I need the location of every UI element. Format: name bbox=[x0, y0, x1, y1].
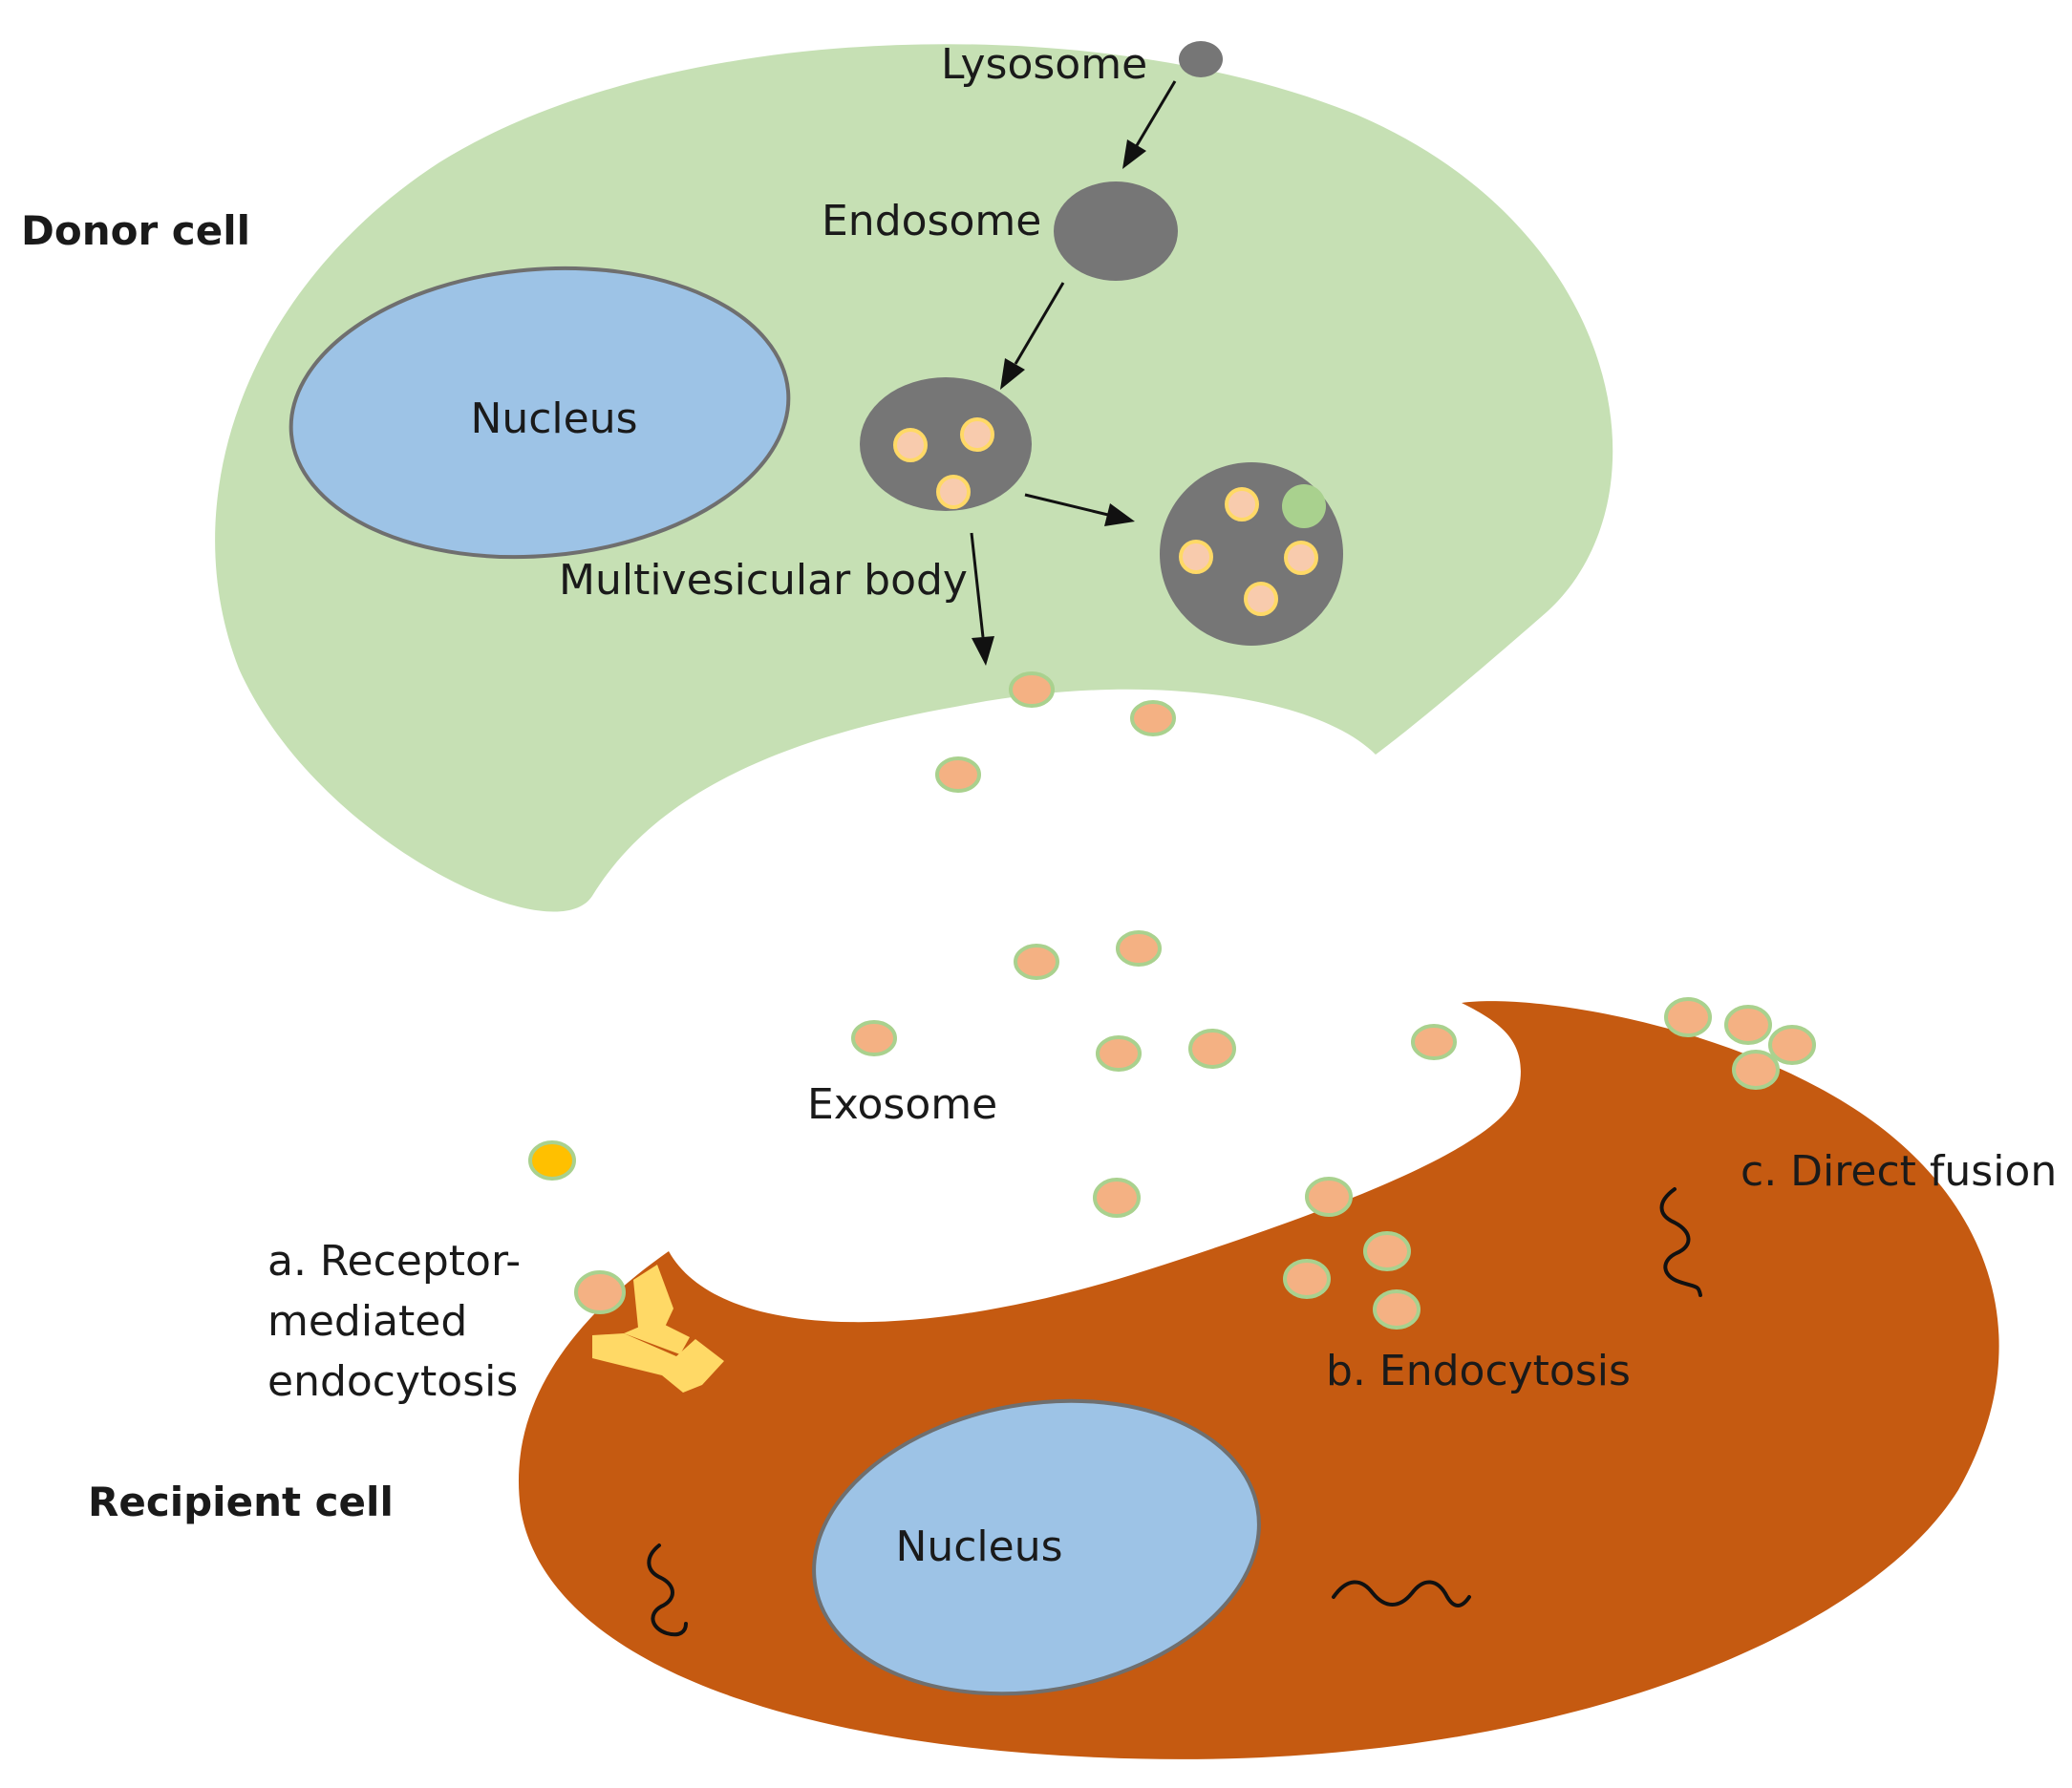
recipient-cell-label: Recipient cell bbox=[88, 1479, 394, 1525]
exosome-vesicle bbox=[1116, 930, 1162, 967]
arrow-endosome-to-mvb bbox=[1000, 282, 1065, 390]
exosome-vesicle bbox=[1096, 1035, 1142, 1072]
endosome bbox=[1054, 181, 1178, 281]
intraluminal-vesicle bbox=[1244, 582, 1278, 616]
ligand bbox=[528, 1140, 576, 1181]
exosome-vesicle bbox=[935, 756, 981, 793]
exosome-vesicle bbox=[1724, 1005, 1772, 1045]
intraluminal-vesicle bbox=[893, 428, 928, 462]
multivesicular-body-label: Multivesicular body bbox=[559, 556, 968, 605]
intraluminal-vesicle bbox=[1284, 541, 1318, 575]
exosome-vesicle bbox=[1363, 1231, 1411, 1271]
endocytosed-exosomes bbox=[1283, 1231, 1420, 1330]
endosome-label: Endosome bbox=[822, 197, 1041, 245]
exosome-vesicle bbox=[1009, 671, 1055, 708]
endocytosis-label: b. Endocytosis bbox=[1326, 1347, 1631, 1395]
exosome-vesicle bbox=[1093, 1178, 1141, 1218]
intraluminal-vesicle bbox=[960, 417, 994, 452]
multivesicular-body-mature bbox=[1160, 462, 1343, 646]
receptor-label-line3: endocytosis bbox=[267, 1357, 518, 1406]
exosome-vesicle bbox=[1411, 1024, 1457, 1060]
donor-cell-label: Donor cell bbox=[21, 207, 250, 254]
lysosome-label: Lysosome bbox=[941, 40, 1147, 89]
exosome-vesicle bbox=[1188, 1029, 1236, 1069]
rna-squiggle bbox=[1332, 1580, 1471, 1607]
receptor-label-line2: mediated bbox=[267, 1297, 467, 1346]
exosome-vesicle bbox=[1732, 1050, 1780, 1090]
rna-cargo bbox=[647, 1187, 1702, 1637]
multivesicular-body bbox=[860, 377, 1032, 511]
intraluminal-vesicle bbox=[1179, 540, 1213, 574]
rna-squiggle bbox=[1659, 1187, 1702, 1297]
exosome-vesicle bbox=[1664, 997, 1712, 1037]
exosome-vesicle bbox=[1305, 1177, 1353, 1217]
pathway-arrows bbox=[970, 80, 1177, 666]
exosome-vesicle bbox=[1283, 1259, 1331, 1299]
exosome-vesicle bbox=[1014, 944, 1059, 980]
recipient-cell-body bbox=[518, 1001, 1999, 1759]
arrow-mvb-to-mature-mvb bbox=[1024, 493, 1135, 526]
exosome-vesicle bbox=[1373, 1289, 1420, 1330]
recipient-nucleus bbox=[812, 1398, 1261, 1696]
arrow-lysosome-to-endosome bbox=[1122, 80, 1177, 169]
exosome-vesicle bbox=[851, 1020, 897, 1056]
donor-nucleus bbox=[288, 266, 791, 560]
exosome-vesicle bbox=[1768, 1025, 1816, 1065]
rna-squiggle bbox=[647, 1543, 688, 1637]
exosome-label: Exosome bbox=[807, 1080, 997, 1129]
fusing-exosomes bbox=[1664, 997, 1816, 1090]
green-vesicle bbox=[1282, 484, 1326, 528]
intraluminal-vesicle bbox=[936, 475, 971, 509]
arrow-mvb-to-secretion bbox=[970, 532, 994, 666]
exosome-vesicle bbox=[1130, 700, 1176, 736]
donor-nucleus-label: Nucleus bbox=[470, 394, 637, 443]
recipient-nucleus-label: Nucleus bbox=[895, 1522, 1062, 1571]
lysosome bbox=[1179, 41, 1223, 77]
bound-exosome bbox=[574, 1270, 626, 1314]
exosomes bbox=[851, 671, 1457, 1218]
direct-fusion-label: c. Direct fusion bbox=[1741, 1147, 2057, 1196]
receptor bbox=[592, 1265, 724, 1393]
intraluminal-vesicle bbox=[1225, 487, 1259, 522]
receptor-label-line1: a. Receptor- bbox=[267, 1237, 521, 1286]
